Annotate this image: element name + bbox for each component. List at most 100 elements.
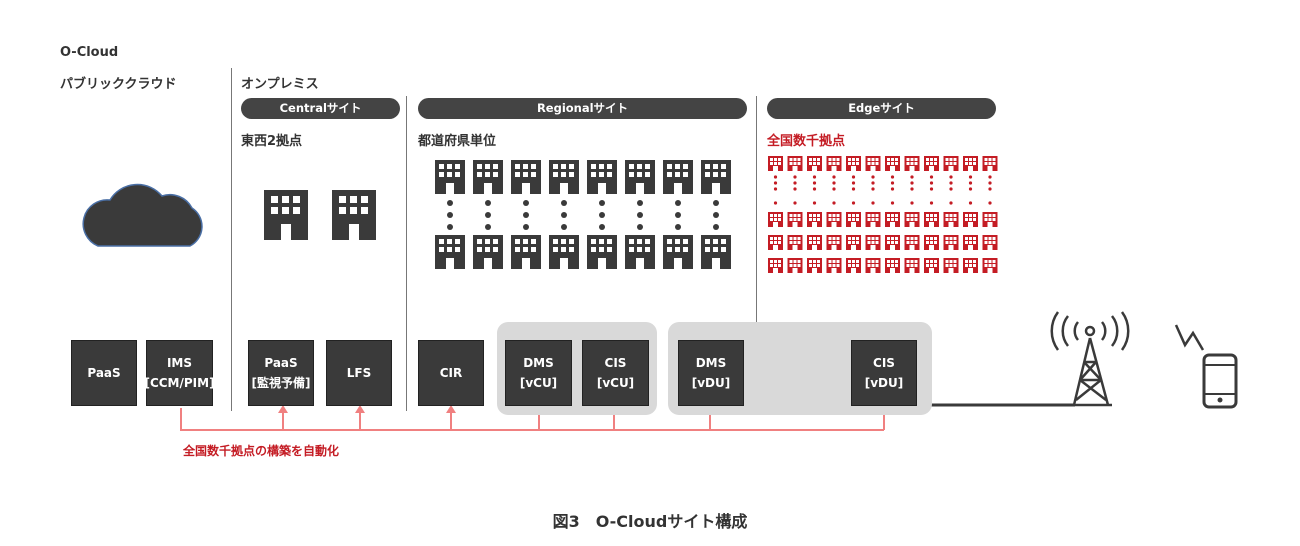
ellipsis-dot [812,201,817,205]
building-icon [885,212,900,227]
building-icon [435,235,465,269]
building-icon [701,160,731,194]
ellipsis-dot [968,201,973,205]
ellipsis-dot [561,224,567,230]
ellipsis-dot [871,175,875,179]
cis-vdu-line2: [vDU] [864,376,904,390]
ellipsis-dot [988,181,992,185]
ellipsis-dot [637,200,643,206]
ellipsis-dot [851,181,856,185]
dms-vdu-box: DMS [vDU] [678,340,744,406]
building-icon [904,258,920,273]
ellipsis-dot [485,212,491,218]
building-icon [787,212,803,227]
building-icon [807,156,822,171]
ellipsis-dot [890,175,895,179]
ellipsis-dot [485,224,491,230]
building-icon [663,235,693,269]
ellipsis-dot [793,181,797,185]
ellipsis-dot [968,175,973,179]
ellipsis-dot [675,212,681,218]
building-icon [963,235,978,250]
dms-vcu-line1: DMS [523,356,554,370]
ellipsis-dot [929,187,934,191]
ellipsis-dot [871,201,875,205]
building-icon [549,235,579,269]
edge-site-pill: Edgeサイト [767,98,996,119]
building-icon [511,235,541,269]
cis-vcu-line1: CIS [604,356,627,370]
building-icon [924,258,939,273]
ellipsis-dot [675,224,681,230]
ellipsis-dot [851,175,856,179]
figure-caption: 図3 O-Cloudサイト構成 [552,512,748,531]
ellipsis-dot [832,187,836,191]
ellipsis-dot [929,201,934,205]
ellipsis-dot [832,201,836,205]
dms-vdu-line2: [vDU] [691,376,731,390]
ellipsis-dot [832,175,836,179]
ellipsis-dot [910,187,914,191]
building-icon [826,212,842,227]
ellipsis-dot [910,175,914,179]
ellipsis-dot [793,187,797,191]
building-icon [846,235,861,250]
ellipsis-dot [812,175,817,179]
building-icon [768,212,783,227]
ellipsis-dot [561,200,567,206]
ellipsis-dot [988,187,992,191]
paas-central-line1: PaaS [264,356,298,370]
ellipsis-dot [929,175,934,179]
ellipsis-dot [929,181,934,185]
cir-line1: CIR [439,366,463,380]
building-icon [846,258,861,273]
regional-site-pill: Regionalサイト [418,98,747,119]
ellipsis-dot [773,175,778,179]
building-icon [885,258,900,273]
building-icon [826,258,842,273]
paas-public-box: PaaS [71,340,137,406]
building-icon [768,235,783,250]
building-icon [943,156,959,171]
ellipsis-dot [523,224,529,230]
ellipsis-dot [599,212,605,218]
building-icon [846,156,861,171]
ellipsis-dot [447,224,453,230]
building-icon [768,156,783,171]
regional-buildings [435,160,731,269]
central-site-pill: Centralサイト [241,98,400,119]
cis-vdu-box: CIS [vDU] [851,340,917,406]
building-icon [982,156,998,171]
building-icon [473,235,503,269]
ellipsis-dot [793,175,797,179]
paas-central-line2: [監視予備] [251,376,311,390]
building-icon [625,235,655,269]
ellipsis-dot [890,181,895,185]
building-icon [826,235,842,250]
ellipsis-dot [713,200,719,206]
building-icon [435,160,465,194]
ellipsis-dot [561,212,567,218]
dms-vcu-box: DMS [vCU] [505,340,572,406]
building-icon [865,156,881,171]
o-cloud-title: O-Cloud [60,45,119,60]
ellipsis-dot [599,224,605,230]
ellipsis-dot [968,181,973,185]
cis-vcu-line2: [vCU] [596,376,635,390]
divider-public [231,68,232,411]
cloud-icon [82,183,203,247]
ellipsis-dot [485,200,491,206]
building-icon [332,190,376,240]
regional-site-desc: 都道府県単位 [418,134,497,149]
ellipsis-dot [812,187,817,191]
building-icon [663,160,693,194]
building-icon [904,235,920,250]
ellipsis-dot [812,181,817,185]
building-icon [511,160,541,194]
ellipsis-dot [773,181,778,185]
ellipsis-dot [949,181,953,185]
building-icon [701,235,731,269]
building-icon [904,212,920,227]
ellipsis-dot [910,181,914,185]
building-icon [982,235,998,250]
